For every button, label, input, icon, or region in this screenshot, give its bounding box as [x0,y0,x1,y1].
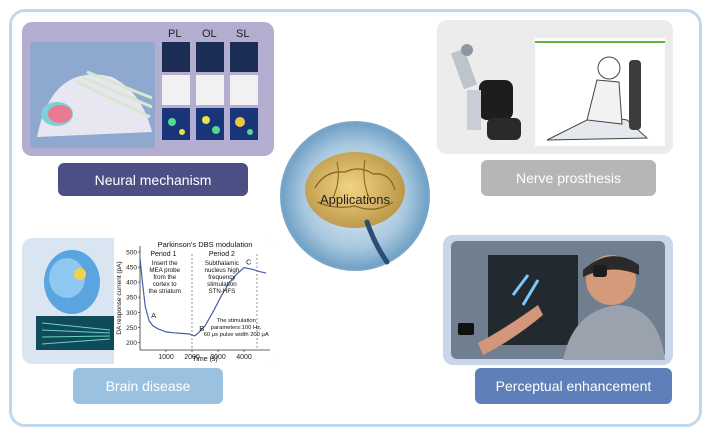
annotation1-line-2: from the [153,274,176,281]
y-tick-label-5: 450 [126,265,137,272]
patient-chair-icon [546,56,649,141]
brain-stem [364,219,390,265]
x-tick-label-2: 3000 [210,354,226,361]
robot-arm-icon [450,44,521,140]
neural-mechanism-panel: PL OL SL [22,22,274,156]
neural-column-sl: SL [236,28,250,40]
chart-title: Parkinson's DBS modulation [158,240,253,249]
point-label-b: B [199,324,204,333]
x-tick-label-3: 4000 [236,354,252,361]
annotation1-line-0: Insert the [152,260,178,267]
nerve-prosthesis-label: Nerve prosthesis [481,160,656,196]
x-tick-label-0: 1000 [158,354,174,361]
annotation2-line-1: nucleus high [205,267,240,274]
chart-background [114,238,275,364]
perceptual-enhancement-label: Perceptual enhancement [475,368,672,404]
y-tick-label-4: 400 [126,280,137,287]
neural-column-pl: PL [168,28,182,40]
person-icon [458,255,665,360]
neural-column-ol: OL [202,28,217,40]
annotation1-line-4: the striatum [149,288,181,295]
period1-label: Period 1 [150,251,176,258]
nerve-prosthesis-panel [437,20,673,154]
neural-grid [162,42,258,140]
neural-mechanism-label: Neural mechanism [58,163,248,196]
annotation1-line-1: MEA probe [149,267,180,274]
x-tick-label-1: 2000 [184,354,200,361]
y-tick-label-6: 500 [126,250,137,257]
brain-disease-label: Brain disease [73,368,223,404]
y-tick-label-3: 350 [126,295,137,302]
period2-label: Period 2 [209,251,235,258]
nerve-prosthesis-image [450,38,665,146]
y-axis-label: DA response current (pA) [116,261,123,334]
annotation3-line-2: 60 μs pulse width 200 μA [204,332,269,338]
series-line [139,258,267,337]
annotation2-line-4: STN-HFS [208,288,235,295]
annotation2-line-2: frequency [208,274,236,281]
y-tick-label-1: 250 [126,325,137,332]
annotation3-line-0: The stimulation [217,318,256,324]
perceptual-enhancement-image [451,241,665,360]
annotation3-line-1: parameters:100 Hz, [211,325,262,331]
annotation2-line-0: Subthalamic [205,260,239,267]
y-tick-label-0: 200 [126,340,137,347]
point-label-c: C [246,258,252,267]
annotation2-line-3: stimulation [207,281,237,288]
annotation1-line-3: cortex to [153,281,177,288]
brain-icon [305,152,405,228]
x-axis-label: Time (s) [192,356,217,363]
brain-disease-image [36,250,114,350]
center-brain-illustration [280,121,430,271]
y-tick-label-2: 300 [126,310,137,317]
center-label: Applications [319,192,391,207]
point-label-a: A [151,311,156,320]
perceptual-enhancement-panel [443,235,673,365]
neural-mechanism-image [30,42,258,148]
